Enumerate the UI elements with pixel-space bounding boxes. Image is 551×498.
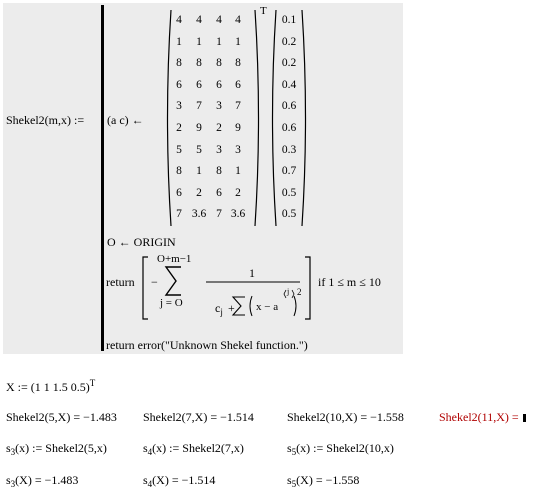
return-right-bracket <box>305 256 311 320</box>
matrix-cell: 7 <box>235 100 241 113</box>
result-shekel-7[interactable]: Shekel2(7,X) = −1.514 <box>143 410 254 424</box>
matrix-cell: 4 <box>216 14 222 26</box>
return-left-bracket <box>142 256 148 320</box>
matrix-cell: 9 <box>196 122 202 134</box>
matrix-cell: 3.6 <box>230 208 246 221</box>
x-definition[interactable]: X := (1 1 1.5 0.5)T <box>6 378 96 394</box>
program-bar <box>101 5 104 351</box>
matrix-cell: 5 <box>176 143 182 156</box>
angle-close <box>291 289 295 299</box>
inner-right-paren <box>293 295 297 317</box>
result-shekel-11-error[interactable]: Shekel2(11,X) = <box>439 410 526 425</box>
matrix-cell: 6 <box>235 78 241 91</box>
program-region[interactable] <box>3 3 403 354</box>
superscript-j: j <box>287 287 290 296</box>
vector-cell: 0.1 <box>281 14 297 26</box>
matrix-cell: 7 <box>216 208 222 221</box>
inner-left-paren <box>249 295 253 317</box>
matrix-cell: 8 <box>216 165 222 178</box>
matrix-cell: 6 <box>176 78 182 91</box>
matrix-cell: 6 <box>216 78 222 91</box>
matrix-cell: 4 <box>176 14 182 26</box>
matrix-cell: 6 <box>196 78 202 91</box>
def-s3[interactable]: s3(x) := Shekel2(5,x) <box>6 441 107 457</box>
matrix-cell: 5 <box>196 143 202 156</box>
matrix-right-paren <box>254 9 260 227</box>
denominator-inner: x − a <box>256 301 279 313</box>
vector-cell: 0.7 <box>281 165 297 178</box>
minus-sign: − <box>151 275 158 289</box>
result-shekel-5[interactable]: Shekel2(5,X) = −1.483 <box>6 410 117 424</box>
edit-cursor <box>522 414 526 422</box>
vector-cell: 0.2 <box>281 57 297 70</box>
sum-sign <box>164 266 181 296</box>
fraction-numerator: 1 <box>249 266 255 280</box>
matrix-cell: 3.6 <box>191 208 207 221</box>
matrix-left-paren <box>166 9 172 227</box>
condition: if 1 ≤ m ≤ 10 <box>318 275 381 289</box>
eval-s4[interactable]: s4(X) = −1.514 <box>143 473 216 489</box>
matrix-cell: 7 <box>196 100 202 113</box>
assign-tuple: (a c) ← <box>107 113 144 127</box>
denominator-c: cj <box>215 301 223 317</box>
inner-sum-sign <box>231 296 245 316</box>
def-s4[interactable]: s4(x) := Shekel2(7,x) <box>143 441 244 457</box>
vector-left-paren <box>271 9 277 227</box>
return-keyword: return <box>106 275 135 289</box>
vector-cell: 0.3 <box>281 143 297 156</box>
matrix-cell: 3 <box>235 143 241 156</box>
matrix-cell: 1 <box>196 165 202 178</box>
matrix-cell: 1 <box>216 35 222 48</box>
matrix-cell: 1 <box>235 165 241 178</box>
vector-right-paren <box>301 9 307 227</box>
matrix-cell: 3 <box>216 143 222 156</box>
function-lhs: Shekel2(m,x) := <box>6 113 85 127</box>
origin-assignment: O ← ORIGIN <box>107 235 176 249</box>
vector-cell: 0.4 <box>281 78 297 91</box>
matrix-cell: 2 <box>196 186 202 199</box>
vector-cell: 0.5 <box>281 186 297 199</box>
sum-upper-limit: O+m−1 <box>157 253 192 265</box>
matrix-cell: 4 <box>196 14 202 26</box>
matrix-cell: 6 <box>176 186 182 199</box>
matrix-cell: 3 <box>176 100 182 113</box>
vector-cell: 0.6 <box>281 122 297 134</box>
angle-open <box>283 289 287 299</box>
denominator-power: 2 <box>297 287 302 297</box>
matrix-cell: 9 <box>235 122 241 134</box>
matrix-cell: 8 <box>176 57 182 70</box>
matrix-cell: 2 <box>216 122 222 134</box>
matrix-cell: 2 <box>235 186 241 199</box>
matrix-cell: 1 <box>176 35 182 48</box>
transpose-mark: T <box>260 5 267 17</box>
vector-cell: 0.5 <box>281 208 297 221</box>
vector-cell: 0.2 <box>281 35 297 48</box>
matrix-cell: 8 <box>216 57 222 70</box>
eval-s5[interactable]: s5(X) = −1.558 <box>287 473 360 489</box>
vector-cell: 0.6 <box>281 100 297 113</box>
sum-lower-limit: j = O <box>160 297 183 309</box>
matrix-cell: 7 <box>176 208 182 221</box>
eval-s3[interactable]: s3(X) = −1.483 <box>6 473 79 489</box>
denominator-plus: + <box>228 301 235 315</box>
matrix-cell: 4 <box>235 14 241 26</box>
matrix-cell: 8 <box>235 57 241 70</box>
matrix-cell: 8 <box>196 57 202 70</box>
error-return: return error("Unknown Shekel function.") <box>106 338 308 352</box>
matrix-cell: 1 <box>235 35 241 48</box>
result-shekel-10[interactable]: Shekel2(10,X) = −1.558 <box>287 410 404 424</box>
matrix-cell: 1 <box>196 35 202 48</box>
matrix-cell: 8 <box>176 165 182 178</box>
matrix-cell: 3 <box>216 100 222 113</box>
def-s5[interactable]: s5(x) := Shekel2(10,x) <box>287 441 394 457</box>
matrix-cell: 2 <box>176 122 182 134</box>
matrix-cell: 6 <box>216 186 222 199</box>
